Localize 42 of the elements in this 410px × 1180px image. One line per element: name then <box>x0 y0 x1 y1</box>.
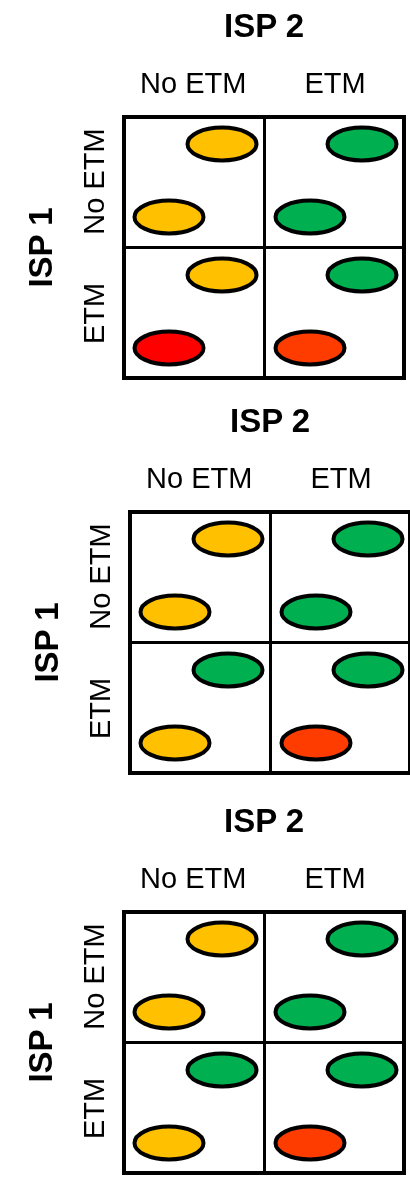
payoff-ellipse <box>325 920 399 958</box>
payoff-ellipse <box>272 198 347 236</box>
payoff-ellipse <box>184 125 259 163</box>
row-label: ETM <box>79 1078 109 1140</box>
column-label: ETM <box>304 863 366 893</box>
payoff-ellipse <box>272 329 347 367</box>
payoff-ellipse <box>325 256 399 294</box>
payoff-ellipse <box>138 724 212 762</box>
payoff-ellipse <box>331 520 405 558</box>
row-label: ETM <box>79 283 109 345</box>
payoff-ellipse <box>132 1124 206 1162</box>
column-label: ETM <box>310 463 372 493</box>
payoff-ellipse <box>132 993 206 1031</box>
payoff-ellipse <box>190 651 265 689</box>
axis-title: ISP 2 <box>224 8 305 42</box>
payoff-ellipse <box>331 651 405 689</box>
payoff-ellipse <box>184 1051 259 1089</box>
row-label: ETM <box>85 678 115 740</box>
row-label: No ETM <box>79 128 109 235</box>
axis-title: ISP 1 <box>23 207 57 288</box>
payoff-ellipse <box>190 520 265 558</box>
column-label: ETM <box>304 68 366 98</box>
payoff-ellipse <box>278 724 353 762</box>
axis-title: ISP 2 <box>224 803 305 837</box>
column-label: No ETM <box>140 863 247 893</box>
payoff-ellipse <box>272 993 347 1031</box>
column-label: No ETM <box>140 68 247 98</box>
payoff-ellipse <box>272 1124 347 1162</box>
payoff-ellipse <box>325 125 399 163</box>
payoff-ellipse <box>132 329 206 367</box>
axis-title: ISP 1 <box>29 602 63 683</box>
payoff-ellipse <box>325 1051 399 1089</box>
axis-title: ISP 1 <box>23 1002 57 1083</box>
axis-title: ISP 2 <box>230 403 311 437</box>
payoff-ellipse <box>278 593 353 631</box>
row-label: No ETM <box>85 523 115 630</box>
payoff-ellipse <box>138 593 212 631</box>
payoff-ellipse <box>184 256 259 294</box>
row-label: No ETM <box>79 923 109 1030</box>
payoff-ellipse <box>184 920 259 958</box>
payoff-ellipse <box>132 198 206 236</box>
column-label: No ETM <box>146 463 253 493</box>
